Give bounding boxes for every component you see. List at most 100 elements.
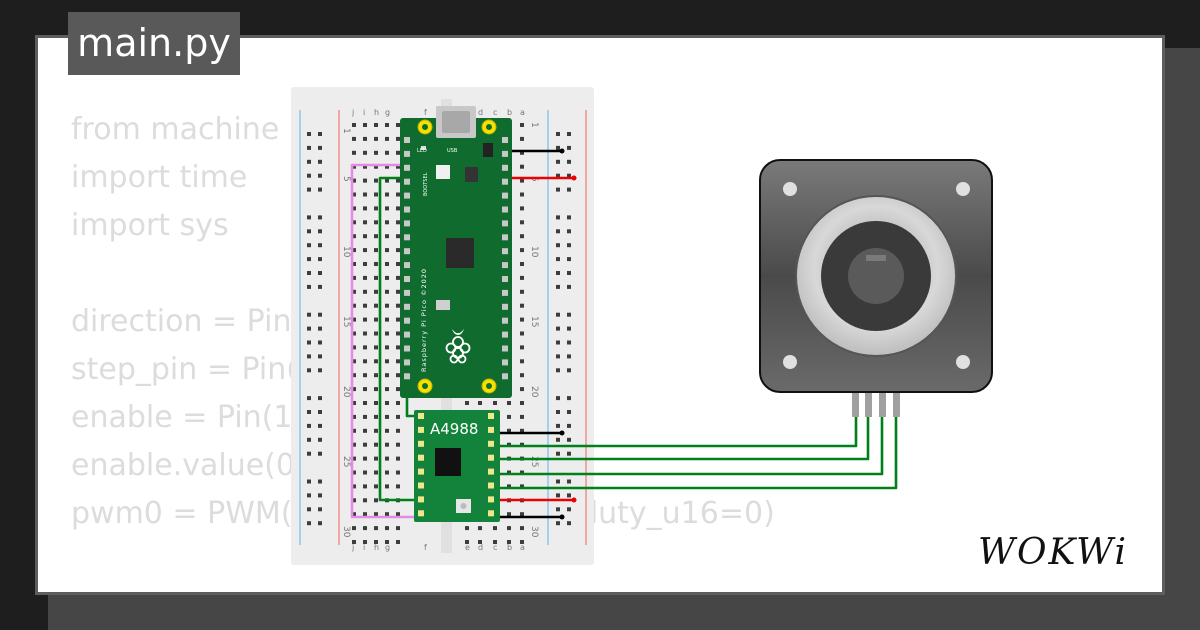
row-label: j — [351, 543, 354, 552]
stepper-motor[interactable] — [759, 159, 993, 417]
breadboard-hole — [374, 414, 378, 419]
rail-hole — [307, 243, 311, 248]
wire-green — [494, 415, 858, 448]
rail-hole — [556, 410, 560, 414]
breadboard-hole — [374, 331, 378, 336]
row-label: b — [507, 543, 512, 552]
row-number: 15 — [529, 316, 539, 327]
breadboard-hole — [520, 275, 524, 280]
pico-pin — [502, 359, 508, 366]
breadboard-hole — [507, 512, 511, 517]
breadboard-hole — [374, 456, 378, 461]
breadboard-hole — [520, 359, 524, 364]
breadboard-hole — [385, 178, 389, 183]
row-label: i — [363, 108, 365, 117]
driver-label: A4988 — [430, 420, 478, 438]
row-label: d — [478, 108, 483, 117]
breadboard-hole — [396, 428, 400, 433]
breadboard-hole — [385, 470, 389, 475]
pico-pin — [502, 303, 508, 310]
rail-hole — [556, 493, 560, 498]
pico-pin — [404, 289, 410, 296]
breadboard-hole — [352, 303, 356, 308]
pico-pin — [404, 276, 410, 282]
wokwi-logo-icon: WOKWi — [978, 532, 1128, 573]
rail-hole — [318, 187, 322, 192]
row-number: 30 — [341, 526, 351, 538]
breadboard-hole — [363, 262, 367, 266]
rail-hole — [307, 326, 311, 331]
breadboard-hole — [520, 136, 524, 141]
mount-hole — [783, 355, 797, 369]
rail-hole — [318, 326, 322, 331]
breadboard-hole — [363, 317, 367, 322]
usb-label: USB — [447, 148, 458, 154]
breadboard-hole — [374, 136, 378, 141]
breadboard-hole — [507, 470, 511, 475]
breadboard-hole — [520, 484, 524, 489]
file-tab[interactable]: main.py — [68, 12, 240, 75]
breadboard-hole — [396, 456, 400, 461]
breadboard-hole — [374, 150, 378, 155]
breadboard-hole — [385, 248, 389, 253]
driver-pin — [418, 468, 424, 475]
rail-hole — [318, 396, 322, 401]
rail-hole — [307, 451, 311, 456]
rail-hole — [307, 159, 311, 164]
pico-pin — [502, 137, 508, 143]
raspberry-pi-pico[interactable]: LED USB BOOTSEL Raspberry Pi Pico ©2020 — [400, 106, 512, 398]
rail-hole — [318, 132, 322, 136]
breadboard-hole — [520, 262, 524, 266]
breadboard-hole — [374, 289, 378, 294]
driver-pin — [418, 426, 424, 433]
breadboard-hole — [396, 164, 400, 169]
breadboard-hole — [520, 373, 524, 378]
rail-hole — [318, 284, 322, 289]
breadboard-hole — [374, 442, 378, 447]
pico-pin — [404, 234, 410, 241]
breadboard-hole — [396, 359, 400, 364]
breadboard-hole — [507, 526, 511, 531]
rail-hole — [556, 479, 560, 484]
rail-hole — [556, 521, 560, 526]
breadboard-hole — [352, 275, 356, 280]
rail-hole — [556, 132, 560, 136]
breadboard-hole — [385, 428, 389, 433]
breadboard-hole — [520, 206, 524, 211]
breadboard-hole — [385, 136, 389, 141]
row-label: d — [478, 543, 483, 552]
pico-pin — [502, 289, 508, 296]
breadboard-hole — [352, 220, 356, 225]
pico-pin — [502, 220, 508, 227]
row-label: f — [424, 543, 427, 552]
a4988-driver[interactable]: A4988 — [414, 410, 500, 522]
wire-green — [378, 176, 420, 502]
breadboard-hole — [396, 220, 400, 225]
rail-hole — [307, 145, 311, 150]
breadboard-hole — [352, 345, 356, 350]
bootsel-button[interactable] — [436, 165, 450, 179]
driver-pin — [488, 468, 494, 475]
svg-text:WOKWi: WOKWi — [978, 532, 1128, 573]
row-label: a — [520, 108, 525, 117]
wire-violet — [350, 163, 420, 519]
rail-hole — [556, 396, 560, 401]
rp2040-chip — [446, 238, 474, 268]
rail-hole — [567, 243, 571, 248]
rail-hole — [556, 340, 560, 345]
breadboard-hole — [520, 414, 524, 419]
rail-hole — [556, 215, 560, 220]
pico-pin — [404, 206, 410, 213]
row-label: c — [493, 543, 497, 552]
breadboard-hole — [520, 123, 524, 127]
pico-pin — [404, 137, 410, 143]
breadboard-hole — [385, 373, 389, 378]
row-label: e — [465, 543, 470, 552]
breadboard-hole — [520, 470, 524, 475]
driver-pin — [488, 440, 494, 447]
breadboard-hole — [396, 317, 400, 322]
rail-hole — [556, 243, 560, 248]
breadboard-hole — [385, 317, 389, 322]
pico-pin — [502, 164, 508, 171]
breadboard-hole — [493, 540, 497, 544]
